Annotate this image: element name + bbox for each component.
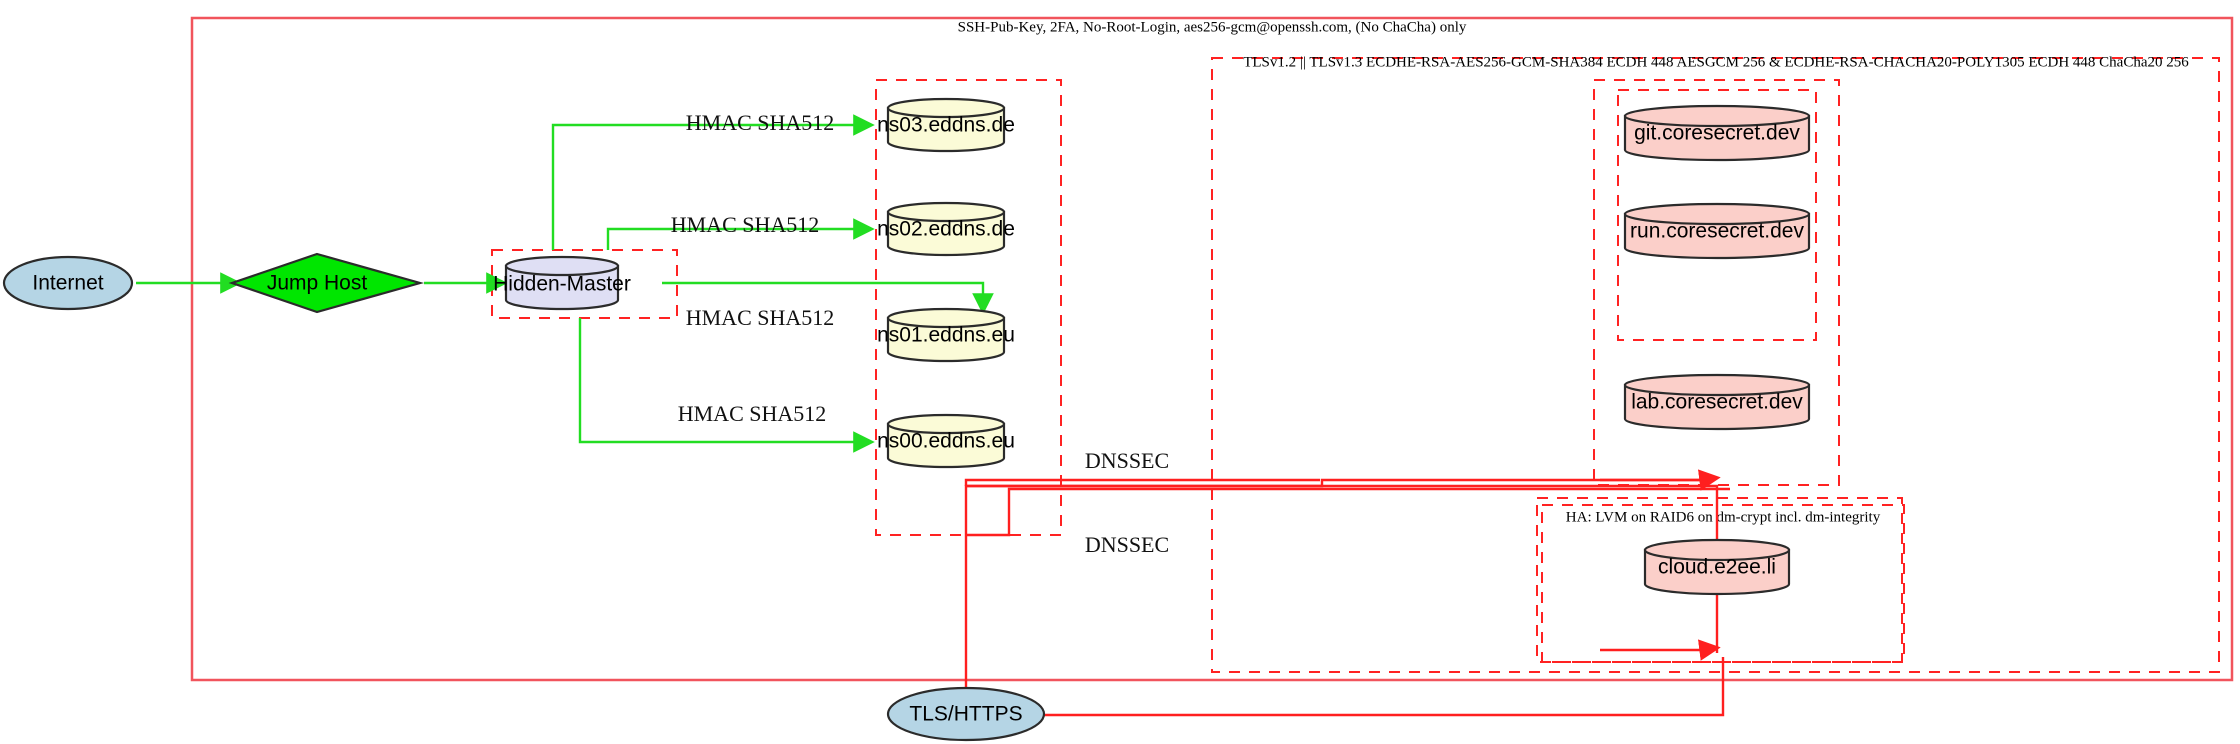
ns03-cylinder-top <box>886 97 1006 119</box>
node-lab-coresecret[interactable]: lab.coresecret.dev <box>1623 373 1811 431</box>
tls-policy-label: TLSv1.2 || TLSv1.3 ECDHE-RSA-AES256-GCM-… <box>1243 54 2189 70</box>
node-git-coresecret[interactable]: git.coresecret.dev <box>1623 104 1811 162</box>
cloud-cylinder-top <box>1643 538 1791 562</box>
edge-dnssec-to-cloud <box>1600 639 1721 661</box>
tls-policy-boundary <box>1211 57 2220 673</box>
lab-cylinder-body <box>1623 383 1811 431</box>
node-internet[interactable]: Internet <box>2 255 134 311</box>
edge-dnssec-to-coresecret <box>1600 469 1721 491</box>
ns02-label: ns02.eddns.de <box>877 218 1015 241</box>
run-label: run.coresecret.dev <box>1630 220 1804 243</box>
edge-tls-return-path <box>1030 657 1725 717</box>
node-run-coresecret[interactable]: run.coresecret.dev <box>1623 202 1811 260</box>
cloud-host-boundary <box>1536 497 1903 663</box>
edge-label-hmac-ns01: HMAC SHA512 <box>686 305 835 330</box>
internet-ellipse <box>2 255 134 311</box>
ns02-cylinder-body <box>886 210 1006 257</box>
cloud-label: cloud.e2ee.li <box>1658 556 1776 579</box>
coresecret-inner-boundary <box>1617 89 1817 341</box>
ns03-label: ns03.eddns.de <box>877 114 1015 137</box>
edge-dnssec-lower-route <box>966 487 1730 537</box>
node-ns03[interactable]: ns03.eddns.de <box>877 97 1015 153</box>
run-cylinder-body <box>1623 212 1811 260</box>
ssh-policy-label: SSH-Pub-Key, 2FA, No-Root-Login, aes256-… <box>958 19 1467 35</box>
hidden-master-cylinder-body <box>504 264 620 311</box>
git-label: git.coresecret.dev <box>1634 122 1800 145</box>
ssh-policy-boundary <box>190 16 2234 682</box>
edge-label-hmac-ns03: HMAC SHA512 <box>686 110 835 135</box>
hidden-master-boundary <box>491 249 678 319</box>
jump-host-label: Jump Host <box>267 272 368 295</box>
lab-label: lab.coresecret.dev <box>1631 391 1803 414</box>
ns01-cylinder-top <box>886 307 1006 329</box>
edge-master-to-ns03 <box>551 114 875 250</box>
node-tls-https[interactable]: TLS/HTTPS <box>886 686 1046 742</box>
lab-cylinder-top <box>1623 373 1811 397</box>
hidden-master-cylinder-top <box>504 255 620 277</box>
tls-https-label: TLS/HTTPS <box>909 703 1022 726</box>
edge-label-hmac-ns00: HMAC SHA512 <box>678 401 827 426</box>
ns00-cylinder-body <box>886 422 1006 469</box>
node-ns01[interactable]: ns01.eddns.eu <box>877 307 1015 363</box>
hidden-master-label: Hidden-Master <box>493 273 631 296</box>
node-jump-host[interactable]: Jump Host <box>228 252 425 314</box>
run-cylinder-top <box>1623 202 1811 226</box>
edge-label-dnssec-lower: DNSSEC <box>1085 532 1169 557</box>
edge-dnssec-upper-link <box>964 478 1320 486</box>
cloud-cylinder-body <box>1643 548 1791 596</box>
ha-storage-label: HA: LVM on RAID6 on dm-crypt incl. dm-in… <box>1566 509 1881 525</box>
jump-host-diamond <box>228 252 425 314</box>
ns03-cylinder-body <box>886 106 1006 153</box>
edge-label-hmac-ns02: HMAC SHA512 <box>671 212 820 237</box>
git-cylinder-top <box>1623 104 1811 128</box>
node-ns00[interactable]: ns00.eddns.eu <box>877 413 1015 469</box>
ns01-label: ns01.eddns.eu <box>877 324 1015 347</box>
internet-label: Internet <box>32 272 103 295</box>
ns01-cylinder-body <box>886 316 1006 363</box>
tls-https-ellipse <box>886 686 1046 742</box>
edge-master-to-ns01 <box>662 281 994 315</box>
node-ns02[interactable]: ns02.eddns.de <box>877 201 1015 257</box>
node-cloud-e2ee[interactable]: cloud.e2ee.li <box>1643 538 1791 596</box>
ns00-label: ns00.eddns.eu <box>877 430 1015 453</box>
node-hidden-master[interactable]: Hidden-Master <box>493 255 631 311</box>
coresecret-services-boundary <box>1593 79 1840 486</box>
edge-master-to-ns02 <box>606 218 875 250</box>
ns00-cylinder-top <box>886 413 1006 435</box>
edge-master-to-ns00 <box>578 318 875 453</box>
ns02-cylinder-top <box>886 201 1006 223</box>
git-cylinder-body <box>1623 114 1811 162</box>
edge-label-dnssec-upper: DNSSEC <box>1085 448 1169 473</box>
